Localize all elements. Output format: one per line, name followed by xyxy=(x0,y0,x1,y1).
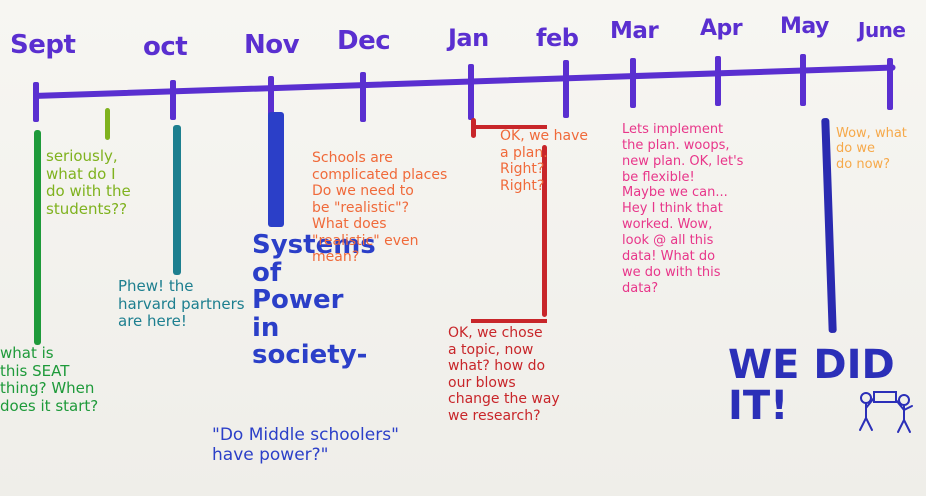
note-seriously: seriously, what do I do with the student… xyxy=(46,147,131,219)
month-label-oct: oct xyxy=(143,32,188,62)
timeline-tick-feb xyxy=(563,60,569,118)
timeline-tick-mar xyxy=(630,58,636,108)
month-label-jan: Jan xyxy=(448,24,489,52)
note-systems-of-power: Systems of Power in society- xyxy=(252,230,376,371)
bar-lime xyxy=(105,108,110,140)
month-label-apr: Apr xyxy=(700,16,743,41)
note-what-is-seat: what is this SEAT thing? When does it st… xyxy=(0,344,99,416)
note-phew: Phew! the harvard partners are here! xyxy=(118,277,245,331)
month-label-nov: Nov xyxy=(244,30,300,60)
note-ok-we-have-a-plan: OK, we have a plan. Right? Right? xyxy=(500,128,588,194)
timeline-tick-may xyxy=(800,54,806,106)
timeline-tick-jan xyxy=(468,64,474,120)
note-ok-we-chose: OK, we chose a topic, now what? how do o… xyxy=(448,325,560,424)
note-lets-implement: Lets implement the plan. woops, new plan… xyxy=(622,122,744,296)
timeline-tick-oct xyxy=(170,80,176,120)
note-do-middle-schoolers: "Do Middle schoolers" have power?" xyxy=(212,425,399,466)
bar-green xyxy=(34,130,41,345)
timeline-tick-dec xyxy=(360,72,366,122)
note-wow-what: Wow, what do we do now? xyxy=(836,126,907,172)
bracket-red-stub xyxy=(471,118,476,138)
note-we-did-it: WE DID IT! xyxy=(728,342,895,429)
month-label-mar: Mar xyxy=(610,18,659,44)
bracket-red xyxy=(471,125,547,323)
bar-blue xyxy=(268,112,284,227)
month-label-dec: Dec xyxy=(337,26,391,56)
month-label-june: June xyxy=(858,18,906,42)
timeline-tick-nov xyxy=(268,76,274,116)
month-label-feb: feb xyxy=(536,24,579,52)
celebration-doodle-icon xyxy=(859,391,913,433)
bar-teal xyxy=(173,125,181,275)
timeline-tick-sept xyxy=(33,82,39,122)
bracket-red-vertical xyxy=(542,145,547,317)
timeline-tick-apr xyxy=(715,56,721,106)
timeline-tick-june xyxy=(887,58,893,110)
month-label-sept: Sept xyxy=(10,30,76,60)
note-schools-complicated: Schools are complicated places Do we nee… xyxy=(312,150,448,266)
month-label-may: May xyxy=(780,14,829,39)
